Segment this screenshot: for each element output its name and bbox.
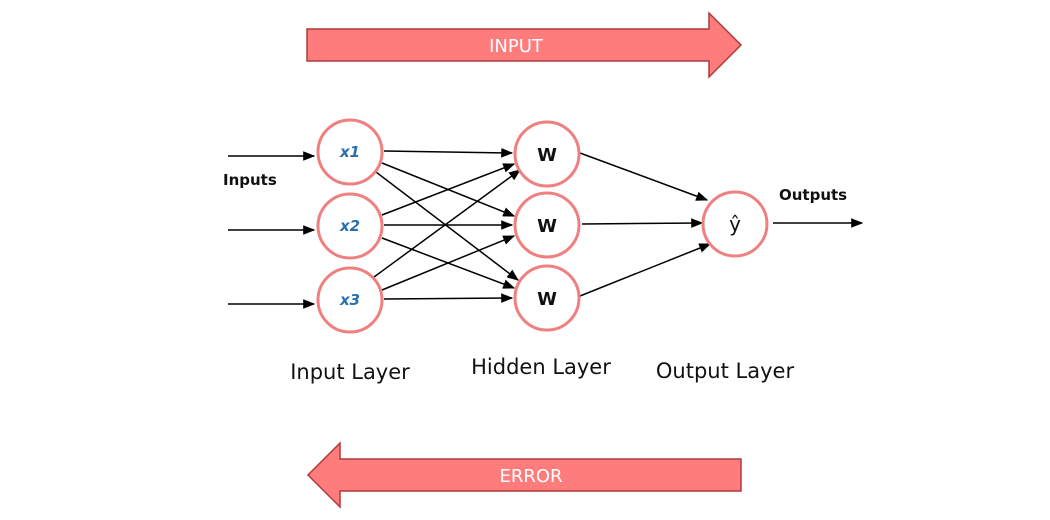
hidden-output-connections bbox=[579, 152, 712, 297]
hidden-node-1 bbox=[513, 120, 581, 188]
input-hidden-connections bbox=[373, 148, 521, 303]
edge-x3-h3 bbox=[383, 293, 514, 303]
input-node-1-label: x1 bbox=[339, 143, 360, 161]
input-layer-label: Input Layer bbox=[290, 360, 410, 384]
input-arrow-label: INPUT bbox=[489, 36, 544, 57]
hidden-node-1-label: W bbox=[537, 145, 557, 166]
edge-h3-y bbox=[579, 243, 712, 297]
hidden-node-3-label: W bbox=[537, 289, 557, 310]
input-layer-nodes: x1 x2 x3 bbox=[316, 118, 384, 334]
input-direction-arrow: INPUT bbox=[306, 11, 743, 79]
hidden-layer-nodes: W W W bbox=[513, 120, 581, 332]
input-arrow-shape bbox=[306, 11, 743, 79]
edge-x2-h1 bbox=[381, 163, 516, 216]
hidden-layer-label: Hidden Layer bbox=[471, 355, 611, 379]
output-node bbox=[701, 190, 769, 258]
hidden-node-2-label: W bbox=[537, 216, 557, 237]
input-node-3 bbox=[316, 266, 384, 334]
edge-x3-h1 bbox=[373, 169, 521, 278]
edge-x1-h1 bbox=[383, 148, 514, 158]
input-node-1 bbox=[316, 118, 384, 186]
edge-x1-h3 bbox=[375, 171, 519, 281]
error-arrow-shape bbox=[306, 441, 742, 509]
input-lines bbox=[228, 151, 316, 309]
inputs-label: Inputs bbox=[223, 171, 277, 189]
edge-x3-h2 bbox=[381, 235, 516, 291]
input-node-2 bbox=[316, 192, 384, 260]
output-node-label: ŷ bbox=[729, 212, 741, 236]
error-arrow-label: ERROR bbox=[499, 466, 562, 487]
error-direction-arrow: ERROR bbox=[306, 441, 742, 509]
outputs-label: Outputs bbox=[779, 186, 847, 204]
output-layer-node: ŷ bbox=[701, 190, 769, 258]
edge-h2-y bbox=[581, 218, 704, 228]
input-node-2-label: x2 bbox=[339, 217, 360, 235]
input-node-3-label: x3 bbox=[339, 291, 360, 309]
hidden-node-2 bbox=[513, 191, 581, 259]
edge-h1-y bbox=[579, 152, 709, 201]
hidden-node-3 bbox=[513, 264, 581, 332]
output-layer-label: Output Layer bbox=[656, 359, 795, 383]
